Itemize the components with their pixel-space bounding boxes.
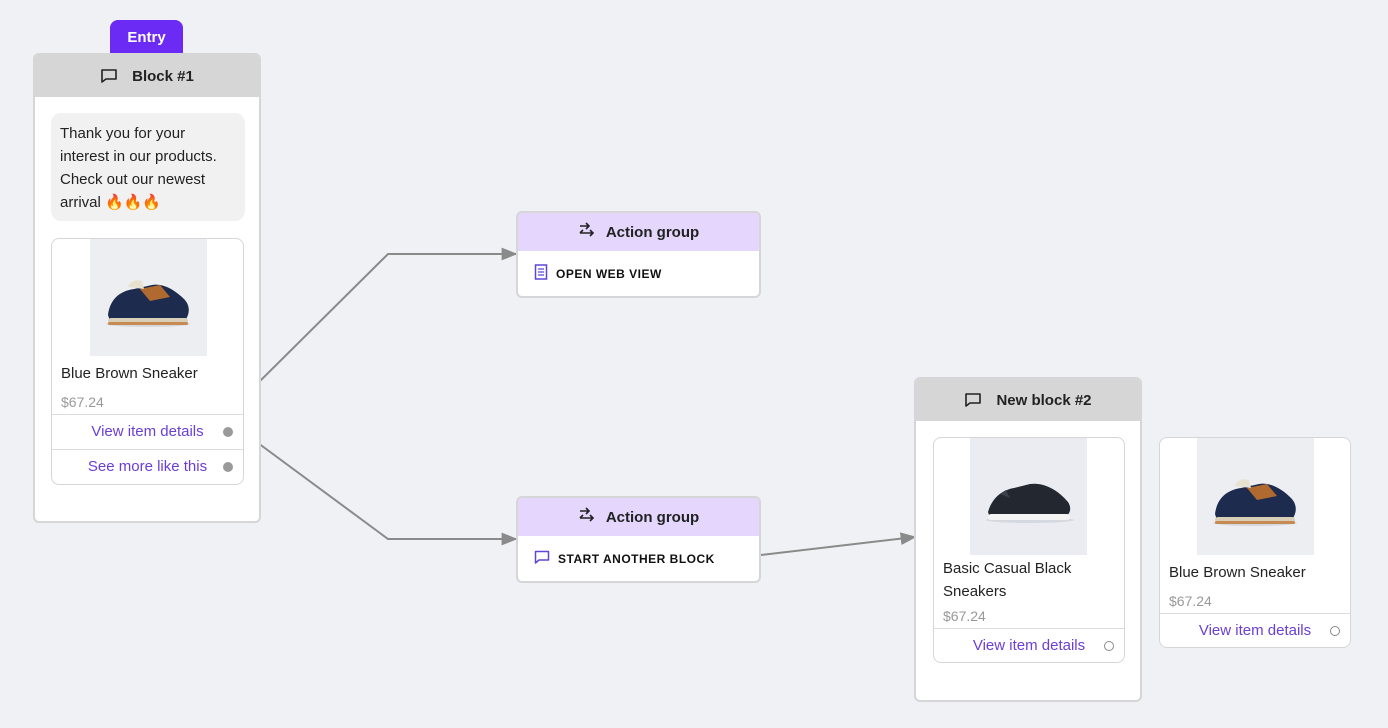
product-image bbox=[90, 239, 207, 356]
product-title: Blue Brown Sneaker bbox=[1169, 564, 1306, 581]
open-web-view-action[interactable]: OPEN WEB VIEW bbox=[518, 251, 759, 296]
start-another-block-action[interactable]: START ANOTHER BLOCK bbox=[518, 536, 759, 581]
product-price: $67.24 bbox=[943, 608, 986, 624]
product-card[interactable]: Blue Brown Sneaker $67.24 View item deta… bbox=[1159, 437, 1351, 648]
product-image bbox=[1197, 438, 1314, 555]
button-label: View item details bbox=[91, 423, 204, 440]
action-arrows-icon bbox=[578, 222, 596, 242]
connector-handle[interactable] bbox=[1104, 641, 1114, 651]
connector-handle[interactable] bbox=[1330, 626, 1340, 636]
connector-handle[interactable] bbox=[223, 462, 233, 472]
connector-handle[interactable] bbox=[223, 427, 233, 437]
action-group-2[interactable]: Action group START ANOTHER BLOCK bbox=[516, 496, 761, 583]
product-image bbox=[970, 438, 1087, 555]
product-card[interactable]: Basic Casual Black Sneakers $67.24 View … bbox=[933, 437, 1125, 663]
button-label: View item details bbox=[972, 637, 1086, 654]
action-arrows-icon bbox=[578, 507, 596, 527]
block-2[interactable]: New block #2 Basic Casual Black Sneakers… bbox=[914, 377, 1142, 702]
open-web-view-label: OPEN WEB VIEW bbox=[556, 266, 662, 281]
action-group-1-title: Action group bbox=[605, 223, 700, 241]
button-label: View item details bbox=[1198, 622, 1312, 639]
message-bubble[interactable]: Thank you for your interest in our produ… bbox=[51, 113, 245, 221]
start-another-block-label: START ANOTHER BLOCK bbox=[558, 551, 715, 566]
action-group-1[interactable]: Action group OPEN WEB VIEW bbox=[516, 211, 761, 298]
action-group-2-title: Action group bbox=[605, 508, 700, 526]
connector-see-more-to-action2 bbox=[257, 442, 518, 546]
see-more-like-this-button[interactable]: See more like this bbox=[52, 449, 243, 483]
action-group-2-header[interactable]: Action group bbox=[518, 498, 759, 536]
product-price: $67.24 bbox=[61, 394, 104, 410]
block-1-title: Block #1 bbox=[132, 67, 194, 85]
action-group-1-header[interactable]: Action group bbox=[518, 213, 759, 251]
document-icon bbox=[534, 264, 548, 283]
product-price: $67.24 bbox=[1169, 593, 1212, 609]
connector-view-details-to-action1 bbox=[257, 247, 518, 384]
block-1[interactable]: Block #1 Thank you for your interest in … bbox=[33, 53, 261, 523]
chat-bubble-icon bbox=[964, 392, 982, 408]
entry-tag: Entry bbox=[110, 20, 183, 54]
connector-action2-to-block2 bbox=[760, 532, 917, 556]
product-card[interactable]: Blue Brown Sneaker $67.24 View item deta… bbox=[51, 238, 244, 485]
chat-bubble-icon bbox=[100, 68, 118, 84]
view-item-details-button[interactable]: View item details bbox=[934, 628, 1124, 662]
view-item-details-button[interactable]: View item details bbox=[52, 414, 243, 448]
block-2-header[interactable]: New block #2 bbox=[916, 379, 1140, 421]
chat-bubble-icon bbox=[534, 550, 550, 568]
block-1-header[interactable]: Block #1 bbox=[35, 55, 259, 97]
button-label: See more like this bbox=[87, 458, 208, 475]
view-item-details-button[interactable]: View item details bbox=[1160, 613, 1350, 647]
block-2-title: New block #2 bbox=[996, 391, 1092, 409]
product-title: Basic Casual Black Sneakers bbox=[943, 560, 1072, 600]
product-title: Blue Brown Sneaker bbox=[61, 365, 198, 382]
